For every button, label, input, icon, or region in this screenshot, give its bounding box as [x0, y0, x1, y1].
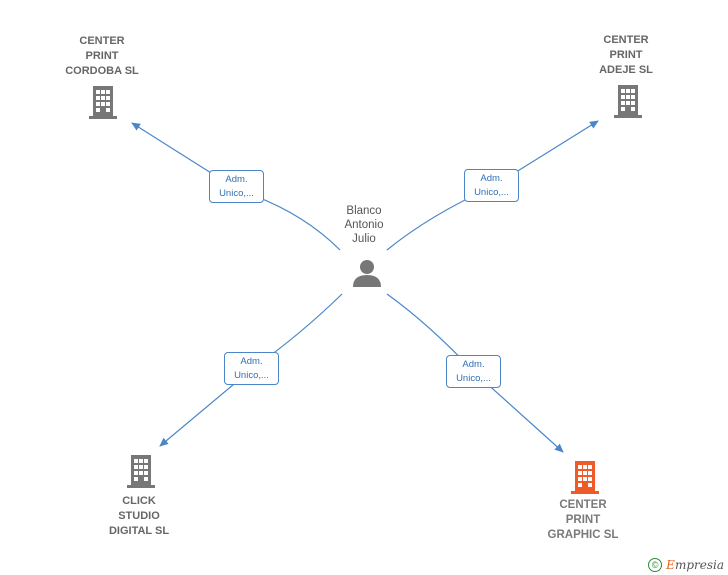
building-icon-highlighted[interactable]: [569, 459, 601, 495]
person-name[interactable]: Blanco Antonio Julio: [344, 205, 384, 245]
brand-logo: Empresia: [666, 558, 724, 572]
building-icon[interactable]: [125, 453, 157, 489]
company-name-cordoba[interactable]: CENTER PRINT CORDOBA SL: [65, 35, 139, 77]
person-icon[interactable]: [351, 258, 383, 288]
building-icon[interactable]: [87, 84, 119, 120]
role-label-adeje[interactable]: Adm. Unico,...: [464, 169, 519, 202]
role-label-click[interactable]: Adm. Unico,...: [224, 352, 279, 385]
copyright-icon: ©: [648, 558, 663, 572]
company-name-graphic[interactable]: CENTER PRINT GRAPHIC SL: [547, 499, 619, 541]
company-name-click[interactable]: CLICK STUDIO DIGITAL SL: [108, 495, 170, 537]
building-icon[interactable]: [612, 83, 644, 119]
role-label-graphic[interactable]: Adm. Unico,...: [446, 355, 501, 388]
company-name-adeje[interactable]: CENTER PRINT ADEJE SL: [599, 34, 653, 76]
footer-brand: ©Empresia: [648, 557, 724, 572]
role-label-cordoba[interactable]: Adm. Unico,...: [209, 170, 264, 203]
